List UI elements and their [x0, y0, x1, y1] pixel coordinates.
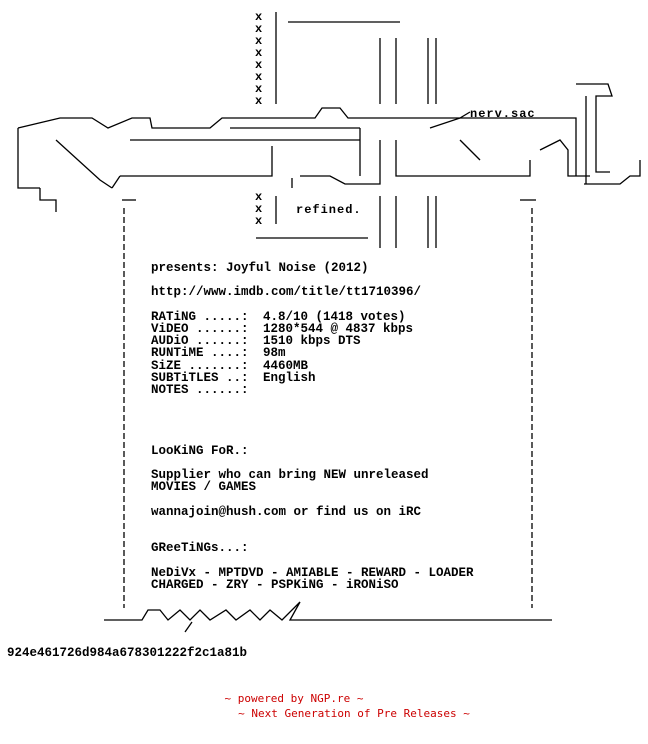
footer-tagline: ~ Next Generation of Pre Releases ~: [238, 707, 470, 720]
meta-row-video: ViDEO ......:1280*544 @ 4837 kbps: [151, 321, 414, 336]
looking-for-line: Supplier who can bring NEW unreleased: [151, 468, 429, 483]
file-hash: 924e461726d984a678301222f2c1a81b: [7, 646, 248, 660]
contact-line: wannajoin@hush.com or find us on iRC: [151, 504, 422, 519]
meta-row-rating: RATiNG .....:4.8/10 (1418 votes): [151, 309, 406, 324]
looking-for-heading: LooKiNG FoR.:: [151, 443, 249, 458]
greetings-line: CHARGED - ZRY - PSPKiNG - iRONiSO: [151, 577, 399, 592]
nfo-body: presents: Joyful Noise (2012) http://www…: [151, 261, 531, 592]
svg-text:x: x: [255, 70, 262, 84]
svg-text:x: x: [255, 10, 262, 24]
ascii-logo-art: xxx xxx xx xxx: [17, 10, 641, 248]
footer-powered-by[interactable]: ~ powered by NGP.re ~: [224, 692, 364, 705]
svg-text:x: x: [255, 214, 262, 228]
svg-text:x: x: [255, 34, 262, 48]
svg-text:x: x: [255, 58, 262, 72]
release-meta: RATiNG .....:4.8/10 (1418 votes) ViDEO .…: [151, 309, 531, 397]
svg-text:x: x: [255, 190, 262, 204]
meta-row-notes: NOTES ......:: [151, 382, 249, 397]
presents-line: presents: Joyful Noise (2012): [151, 261, 369, 275]
logo-x-column: xxx xxx xx xxx: [255, 10, 262, 228]
logo-tagline: refined.: [296, 203, 362, 217]
svg-text:x: x: [255, 46, 262, 60]
meta-row-subtitles: SUBTiTLES ..:English: [151, 370, 316, 385]
greetings-line: NeDiVx - MPTDVD - AMIABLE - REWARD - LOA…: [151, 565, 474, 580]
group-tag: nerv.sac: [470, 107, 536, 121]
meta-row-audio: AUDiO ......:1510 kbps DTS: [151, 334, 361, 349]
svg-text:x: x: [255, 82, 262, 96]
svg-text:x: x: [255, 22, 262, 36]
meta-row-runtime: RUNTiME ....:98m: [151, 346, 286, 361]
svg-text:x: x: [255, 202, 262, 216]
imdb-link[interactable]: http://www.imdb.com/title/tt1710396/: [151, 285, 422, 300]
greetings-heading: GReeTiNGs...:: [151, 541, 249, 556]
svg-text:x: x: [255, 94, 262, 108]
meta-row-size: SiZE .......:4460MB: [151, 358, 309, 373]
looking-for-line: MOVIES / GAMES: [151, 480, 257, 495]
